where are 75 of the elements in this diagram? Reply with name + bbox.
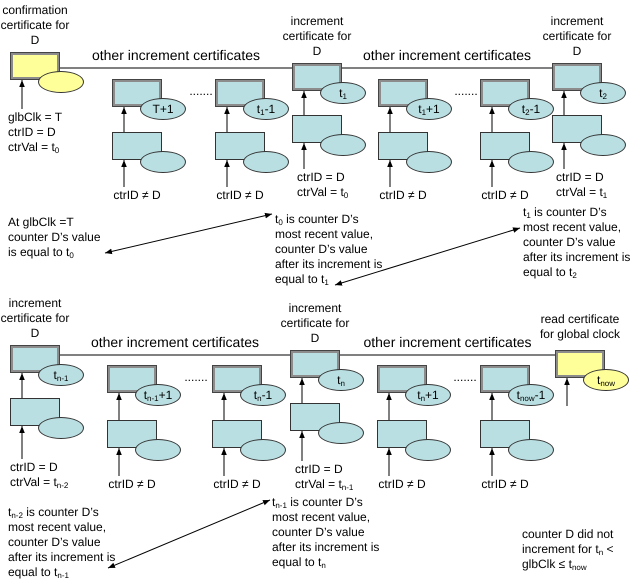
edge-label: other increment certificates: [90, 47, 262, 64]
value-ellipse: t$_{n-1}$+1: [135, 384, 181, 406]
value-ellipse: t$_{now}$: [583, 369, 629, 391]
connector-line: [60, 354, 290, 356]
arrow: [116, 392, 122, 420]
note-text: t$_{1}$ is counter D’s most recent value, counter D’s value after its increment is equal to t$_{2}$: [523, 205, 633, 280]
note-text: t$_{n-1}$ is counter D’s most recent value, counter D’s value after its increment is equal to t$_{n}$: [272, 495, 382, 570]
note-text: t$_{0}$ is counter D’s most recent value, counter D’s value after its increment is equal to t$_{1}$: [275, 212, 385, 287]
value-ellipse: t$_{2}$-1: [508, 98, 554, 120]
condition-label: ctrID ≠ D: [102, 188, 172, 203]
arrow: [489, 160, 495, 188]
arrow: [108, 500, 270, 568]
condition-label: ctrID ≠ D: [202, 477, 272, 492]
edge-label: other increment certificates: [362, 334, 533, 351]
arrow: [561, 142, 567, 170]
note-text: t$_{n-2}$ is counter D’s most recent value, counter D’s value after its increment is equal to t$_{n-1}$: [8, 505, 118, 580]
ellipsis-dots: .......: [452, 370, 478, 385]
ellipsis-dots: .......: [183, 370, 209, 385]
note-text: counter D did not increment for t$_{n}$ < glbClk ≤ t$_{now}$: [522, 527, 614, 572]
arrow: [564, 378, 570, 406]
arrow: [386, 448, 392, 476]
value-ellipse: t$_{1}$: [320, 82, 366, 104]
certificate-heading: confirmation certificate for D: [0, 3, 70, 48]
connector-line: [340, 354, 556, 356]
arrow: [221, 392, 227, 420]
value-ellipse: t$_{n}$: [318, 369, 364, 391]
value-ellipse: t$_{1}$-1: [243, 98, 289, 120]
arrow: [334, 227, 520, 286]
condition-label: ctrID = D ctrVal = t$_{n-2}$: [10, 460, 90, 490]
certificate-heading: increment certificate for D: [542, 14, 612, 59]
arrow: [299, 430, 305, 462]
condition-label: ctrID ≠ D: [205, 188, 275, 203]
value-ellipse: t$_{n}$+1: [405, 384, 451, 406]
ellipsis-dots: .......: [188, 84, 214, 99]
certificate-heading: increment certificate for D: [0, 296, 70, 341]
arrow: [224, 160, 230, 188]
arrow: [301, 90, 307, 116]
arrow: [489, 106, 495, 132]
edge-label: other increment certificates: [90, 334, 260, 351]
arrow: [19, 426, 25, 460]
arrow: [489, 392, 495, 420]
arrow: [19, 80, 25, 110]
arrow: [221, 448, 227, 476]
certificate-heading: increment certificate for D: [280, 301, 350, 346]
value-ellipse: t$_{n-1}$: [38, 364, 84, 386]
value-ellipse: t$_{n}$-1: [240, 384, 286, 406]
arrow: [299, 378, 305, 404]
condition-label: ctrID = D ctrVal = t$_{0}$: [297, 170, 369, 200]
arrow: [561, 90, 567, 116]
arrow: [104, 212, 272, 254]
certificate-heading: increment certificate for D: [282, 14, 352, 59]
value-ellipse: t$_{2}$: [580, 82, 626, 104]
arrow: [387, 160, 393, 188]
condition-label: ctrID ≠ D: [470, 477, 540, 492]
arrow: [387, 106, 393, 132]
value-ellipse: t$_{1}$+1: [406, 98, 452, 120]
arrow: [489, 448, 495, 476]
note-text: At glbClk =T counter D’s value is equal to t$_{0}$: [8, 215, 108, 260]
arrow: [116, 448, 122, 476]
arrow: [224, 106, 230, 132]
condition-label: ctrID = D ctrVal = t$_{1}$: [556, 170, 628, 200]
condition-label: glbClk = T ctrID = D ctrVal = t$_{0}$: [8, 110, 80, 155]
certificate-heading: read certificate for global clock: [538, 312, 622, 342]
condition-label: ctrID ≠ D: [97, 477, 167, 492]
arrow: [386, 392, 392, 420]
edge-label: other increment certificates: [362, 47, 532, 64]
value-ellipse: T+1: [140, 98, 186, 120]
ellipsis-dots: .......: [453, 84, 479, 99]
arrow: [121, 106, 127, 132]
arrow: [121, 160, 127, 188]
condition-label: ctrID ≠ D: [470, 188, 540, 203]
arrow: [19, 372, 25, 398]
value-ellipse: t$_{now}$-1: [508, 384, 554, 406]
arrow: [301, 142, 307, 170]
condition-label: ctrID ≠ D: [368, 188, 438, 203]
